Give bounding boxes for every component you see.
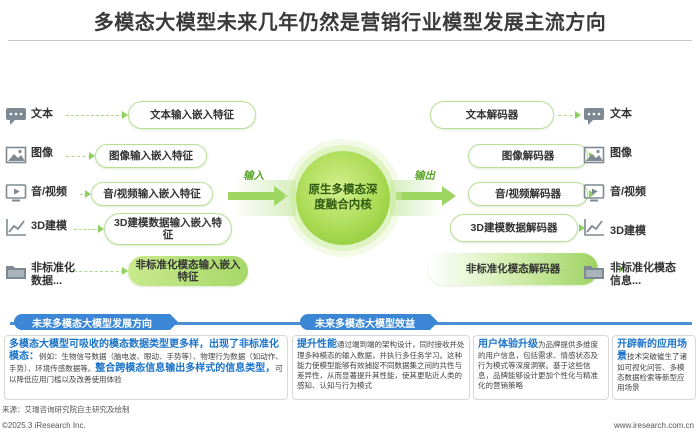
- arrowhead-icon: [85, 190, 91, 198]
- audio-video-icon: [5, 183, 27, 203]
- connector-line: [66, 115, 124, 116]
- ux-body: 为品牌提供多维度的用户信息，包括需求、情感状态及行为模式等深度洞察。基于这些信息…: [478, 340, 598, 390]
- output-label: 文本: [610, 108, 632, 120]
- input-embedding-pill: 图像输入嵌入特征: [95, 144, 207, 168]
- output-decoder-pill: 3D建模数据解码器: [450, 214, 578, 242]
- arrowhead-icon: [89, 152, 95, 160]
- connector-line: [74, 229, 100, 230]
- output-label: 非标准化模态信息...: [610, 262, 676, 287]
- fusion-core-label: 原生多模态深度融合内核: [308, 184, 378, 211]
- title-divider: [8, 40, 692, 41]
- website: www.iresearch.com.cn: [613, 421, 694, 430]
- section-benefit-tab: 未来多模态大模型效益: [300, 314, 438, 330]
- direction-tail: 可以降低应用门槛以及改善使用体验: [9, 364, 283, 384]
- chat-bubble-icon: [5, 106, 27, 126]
- input-arrow-icon: [228, 186, 288, 206]
- arrowhead-icon: [98, 225, 104, 233]
- output-label: 音/视频: [610, 186, 647, 198]
- image-icon: [5, 145, 27, 165]
- direction-body: 例如：生物信号数据（脑电波、眼动、手势等）、物理行为数据（如动作、手势）、环境传…: [9, 352, 283, 373]
- benefit-ux-panel: 用户体验升级为品牌提供多维度的用户信息，包括需求、情感状态及行为模式等深度洞察。…: [473, 335, 609, 400]
- input-embedding-pill: 3D建模数据输入嵌入特征: [104, 213, 232, 245]
- connector-line: [560, 269, 580, 270]
- input-label: 非标准化数据...: [31, 262, 75, 287]
- folder-icon: [583, 262, 605, 282]
- input-flow-label: 输入: [243, 170, 264, 182]
- audio-video-icon: [583, 183, 605, 203]
- direction-emphasis: 整合跨模态信息输出多样式的信息类型，: [95, 363, 276, 374]
- arrowhead-icon: [579, 224, 585, 232]
- performance-body: 通过端到端的架构设计，同时接收并处理多种模态的输入数据，并执行多任务学习。这种能…: [297, 340, 465, 390]
- output-label: 3D建模: [610, 225, 647, 237]
- ux-heading: 用户体验升级: [478, 339, 538, 350]
- section-benefit-label: 未来多模态大模型效益: [315, 318, 415, 330]
- connector-line: [80, 194, 87, 195]
- arrowhead-icon: [122, 111, 128, 119]
- arrowhead-icon: [619, 265, 625, 273]
- input-embedding-pill: 文本输入嵌入特征: [128, 101, 256, 129]
- input-label: 3D建模: [31, 220, 68, 232]
- chat-bubble-icon: [583, 106, 605, 126]
- input-label: 文本: [31, 108, 53, 120]
- line-chart-icon: [583, 217, 605, 237]
- direction-heading: 多模态大模型可吸收的模态数据类型更多样，出现了非标准化模态：: [9, 339, 279, 362]
- scenario-heading: 开辟新的应用场景: [617, 339, 687, 362]
- output-label: 图像: [610, 147, 632, 159]
- benefit-performance-panel: 提升性能通过端到端的架构设计，同时接收并处理多种模态的输入数据，并执行多任务学习…: [292, 335, 470, 400]
- copyright: ©2025.3 iResearch Inc.: [2, 421, 86, 430]
- input-embedding-pill: 非标准化模态输入嵌入特征: [128, 256, 248, 286]
- output-decoder-pill: 音/视频解码器: [468, 182, 588, 206]
- section-direction-label: 未来多模态大模型发展方向: [32, 318, 152, 330]
- page-title: 多模态大模型未来几年仍然是营销行业模型发展主流方向: [93, 12, 607, 34]
- image-icon: [583, 145, 605, 165]
- direction-panel: 多模态大模型可吸收的模态数据类型更多样，出现了非标准化模态：例如：生物信号数据（…: [4, 335, 288, 400]
- connector-line: [66, 156, 91, 157]
- source-note: 来源：艾瑞咨询研究院自主研究及绘制: [2, 405, 130, 414]
- performance-heading: 提升性能: [297, 339, 337, 350]
- output-decoder-pill: 图像解码器: [468, 144, 588, 168]
- output-arrow-icon: [396, 186, 456, 206]
- arrowhead-icon: [122, 267, 128, 275]
- output-decoder-pill: 文本解码器: [430, 101, 554, 129]
- output-flow-label: 输出: [414, 170, 435, 182]
- folder-icon: [5, 262, 27, 282]
- line-chart-icon: [5, 217, 27, 237]
- input-label: 音/视频: [31, 186, 68, 198]
- input-embedding-pill: 音/视频输入嵌入特征: [91, 182, 213, 206]
- connector-line: [558, 115, 578, 116]
- section-direction-tab: 未来多模态大模型发展方向: [14, 314, 178, 330]
- connector-line: [74, 271, 124, 272]
- benefit-scenario-panel: 开辟新的应用场景技术突破催生了诸如可视化问答、多模态数据检索等新型应用场景: [612, 335, 696, 400]
- fusion-core: 原生多模态深度融合内核: [296, 151, 390, 245]
- scenario-body: 技术突破催生了诸如可视化问答、多模态数据检索等新型应用场景: [617, 352, 687, 392]
- input-label: 图像: [31, 147, 53, 159]
- arrowhead-icon: [575, 111, 581, 119]
